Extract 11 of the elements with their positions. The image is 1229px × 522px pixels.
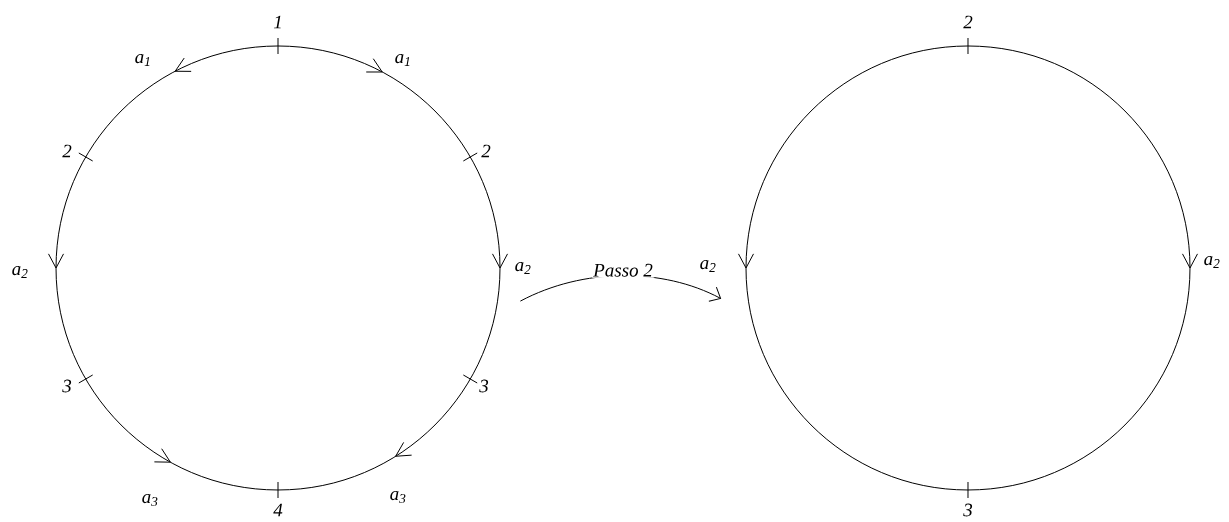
vertex-label: a$_{2}$ xyxy=(700,260,716,272)
circle xyxy=(745,45,1191,491)
edge-label: Passo 2 xyxy=(592,262,654,278)
vertex-label: 2 xyxy=(62,144,72,158)
vertex-label: a$_{1}$ xyxy=(135,54,150,66)
vertex-label: a$_{1}$ xyxy=(395,54,410,66)
vertex-label: 2 xyxy=(481,144,491,158)
vertex-label: 3 xyxy=(479,379,489,393)
vertex-label: a$_{2}$ xyxy=(12,266,28,278)
circle xyxy=(55,45,501,491)
vertex-label: 3 xyxy=(62,379,72,393)
